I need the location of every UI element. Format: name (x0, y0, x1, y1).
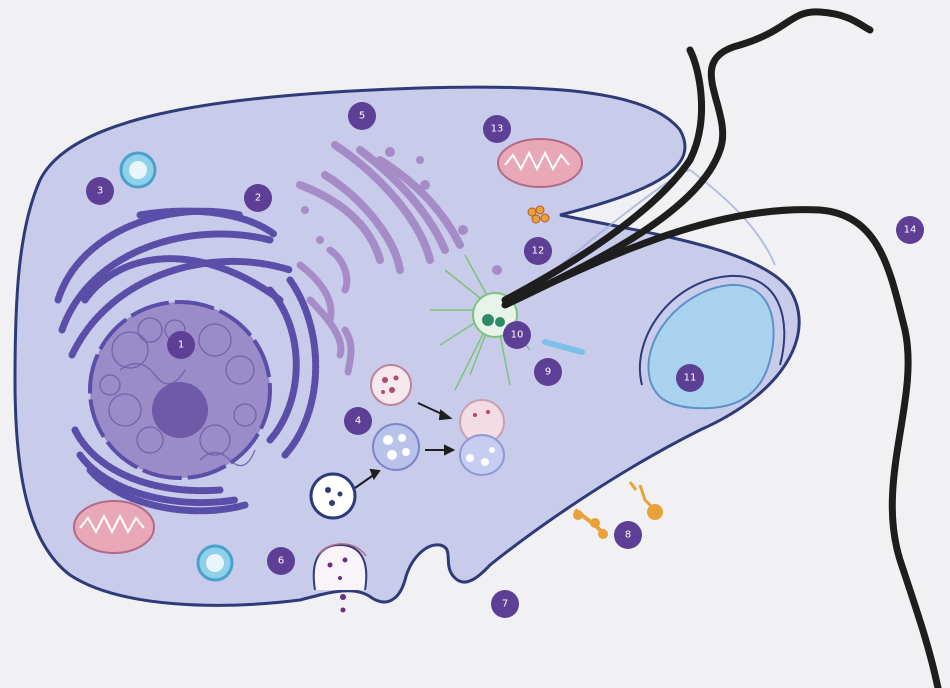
svg-text:2: 2 (255, 193, 261, 204)
label-2[interactable]: 2 (244, 184, 272, 212)
label-4[interactable]: 4 (344, 407, 372, 435)
label-8[interactable]: 8 (614, 521, 642, 549)
rod-structure (542, 339, 585, 355)
label-13[interactable]: 13 (483, 115, 511, 143)
label-6[interactable]: 6 (267, 547, 295, 575)
svg-text:1: 1 (178, 340, 184, 351)
svg-text:8: 8 (625, 530, 631, 541)
label-11[interactable]: 11 (676, 364, 704, 392)
svg-text:9: 9 (545, 367, 551, 378)
lysosome-fusion (459, 399, 505, 476)
nucleolus (152, 382, 208, 438)
mitochondrion-bottom (73, 500, 155, 554)
label-9[interactable]: 9 (534, 358, 562, 386)
label-10[interactable]: 10 (503, 321, 531, 349)
vesicle-ring-bottom-inner (206, 554, 224, 572)
svg-text:12: 12 (532, 246, 545, 257)
label-5[interactable]: 5 (348, 102, 376, 130)
flagella (501, 8, 942, 688)
svg-text:14: 14 (904, 225, 917, 236)
svg-text:10: 10 (511, 330, 524, 341)
svg-text:13: 13 (491, 124, 504, 135)
svg-text:5: 5 (359, 111, 365, 122)
label-1[interactable]: 1 (167, 331, 195, 359)
flagellar-pocket (519, 168, 776, 301)
golgi-apparatus (296, 141, 464, 274)
svg-text:4: 4 (355, 416, 361, 427)
golgi-vesicles (301, 147, 502, 275)
svg-text:7: 7 (502, 599, 508, 610)
vesicle-blue (372, 423, 420, 471)
exocytosis-site (312, 543, 368, 613)
rough-er (54, 207, 320, 515)
svg-text:3: 3 (97, 186, 103, 197)
contractile-vacuole-rim (638, 274, 786, 386)
label-3[interactable]: 3 (86, 177, 114, 205)
chromatin (99, 317, 257, 467)
label-7[interactable]: 7 (491, 590, 519, 618)
svg-text:6: 6 (278, 556, 284, 567)
vesicle-ring-top-inner (129, 161, 147, 179)
pathway-arrows (354, 402, 456, 489)
label-badges: 1 2 3 4 5 6 7 8 9 10 11 12 13 14 (86, 102, 924, 618)
glycogen-granules (527, 205, 550, 224)
label-12[interactable]: 12 (524, 237, 552, 265)
endosome (309, 472, 357, 520)
svg-text:11: 11 (684, 373, 697, 384)
cell-membrane (13, 85, 801, 607)
smooth-er (296, 246, 355, 376)
vesicle-pink (370, 364, 412, 406)
mitochondrion-top (497, 138, 583, 188)
label-14[interactable]: 14 (896, 216, 924, 244)
membrane-receptors (573, 481, 663, 539)
